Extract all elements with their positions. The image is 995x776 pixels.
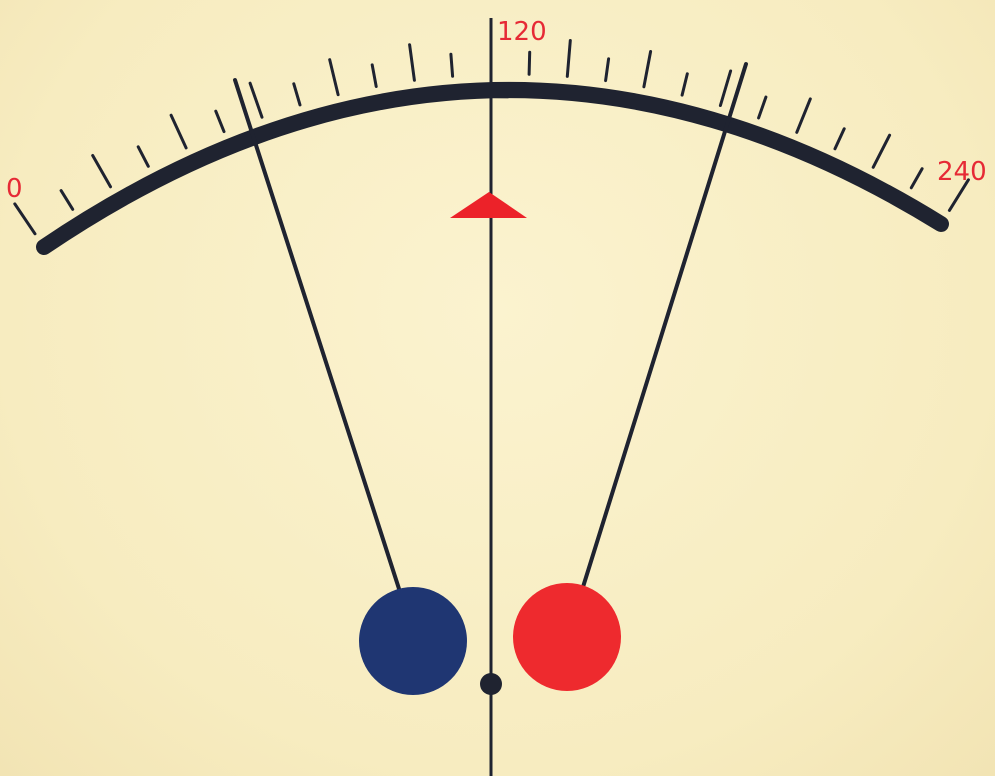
major-tick [330, 60, 338, 95]
minor-tick [372, 65, 376, 87]
major-tick [410, 45, 415, 81]
minor-tick [294, 84, 300, 105]
right-pendulum-string [583, 64, 746, 587]
major-tick [171, 115, 186, 148]
minor-tick [529, 52, 530, 74]
minor-tick [759, 97, 766, 118]
major-tick [644, 52, 651, 87]
major-tick [93, 156, 111, 187]
scale-label-center: 120 [497, 17, 547, 47]
scale-label-max: 240 [937, 157, 987, 187]
minor-tick [606, 59, 609, 81]
blue-ball-icon [359, 587, 467, 695]
red-ball-icon [513, 583, 621, 691]
scale-label-min: 0 [6, 174, 23, 204]
major-tick [15, 204, 35, 234]
minor-tick [911, 169, 922, 188]
minor-tick [835, 129, 844, 149]
left-pendulum-string [235, 80, 401, 595]
minor-tick [451, 54, 453, 76]
minor-tick [61, 191, 73, 210]
minor-tick [216, 111, 224, 131]
pivot-dot-icon [480, 673, 502, 695]
red-triangle-marker-icon [450, 192, 527, 218]
major-tick [873, 135, 889, 167]
minor-tick [682, 74, 687, 95]
major-tick [720, 71, 730, 106]
minor-tick [138, 147, 148, 167]
major-tick [250, 83, 262, 117]
major-tick [567, 41, 570, 77]
major-tick [797, 99, 811, 132]
